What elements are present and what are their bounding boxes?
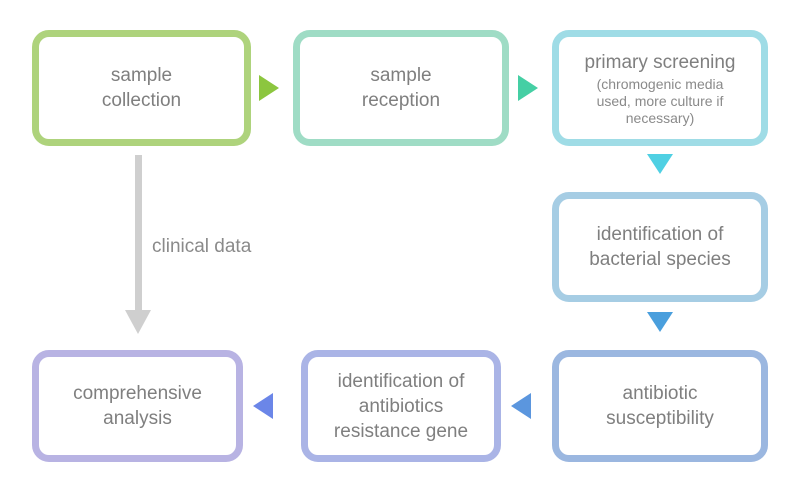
arrow-susceptibility-to-resistance-gene-icon	[511, 393, 531, 419]
clinical-data-arrow-shaft	[135, 155, 142, 314]
node-identification-of-antibiotics-resistance-gene[interactable]: identification of antibiotics resistance…	[301, 350, 501, 462]
clinical-data-label: clinical data	[152, 236, 252, 257]
node-comprehensive-analysis-label: comprehensive analysis	[73, 383, 202, 429]
node-sample-reception[interactable]: sample reception	[293, 30, 509, 146]
node-sample-collection[interactable]: sample collection	[32, 30, 251, 146]
node-primary-screening[interactable]: primary screening (chromogenic media use…	[552, 30, 768, 146]
node-sample-collection-label: sample collection	[101, 65, 182, 111]
arrow-reception-to-screening-icon	[518, 75, 538, 101]
node-identification-of-bacterial-species-label: identification of bacterial species	[589, 224, 731, 270]
node-primary-screening-label: primary screening	[584, 51, 736, 73]
node-antibiotic-susceptibility-label: antibiotic susceptibility	[606, 383, 714, 429]
node-sample-reception-label: sample reception	[361, 65, 441, 111]
node-antibiotic-susceptibility[interactable]: antibiotic susceptibility	[552, 350, 768, 462]
arrow-screening-to-species-icon	[647, 154, 673, 174]
arrow-species-to-susceptibility-icon	[647, 312, 673, 332]
node-primary-screening-sublabel: (chromogenic media used, more culture if…	[596, 75, 724, 126]
arrow-resistance-gene-to-analysis-icon	[253, 393, 273, 419]
arrow-collection-to-reception-icon	[259, 75, 279, 101]
node-identification-of-antibiotics-resistance-gene-label: identification of antibiotics resistance…	[333, 370, 469, 442]
node-comprehensive-analysis[interactable]: comprehensive analysis	[32, 350, 243, 462]
node-identification-of-bacterial-species[interactable]: identification of bacterial species	[552, 192, 768, 302]
clinical-data-arrow-head-icon	[125, 310, 151, 334]
